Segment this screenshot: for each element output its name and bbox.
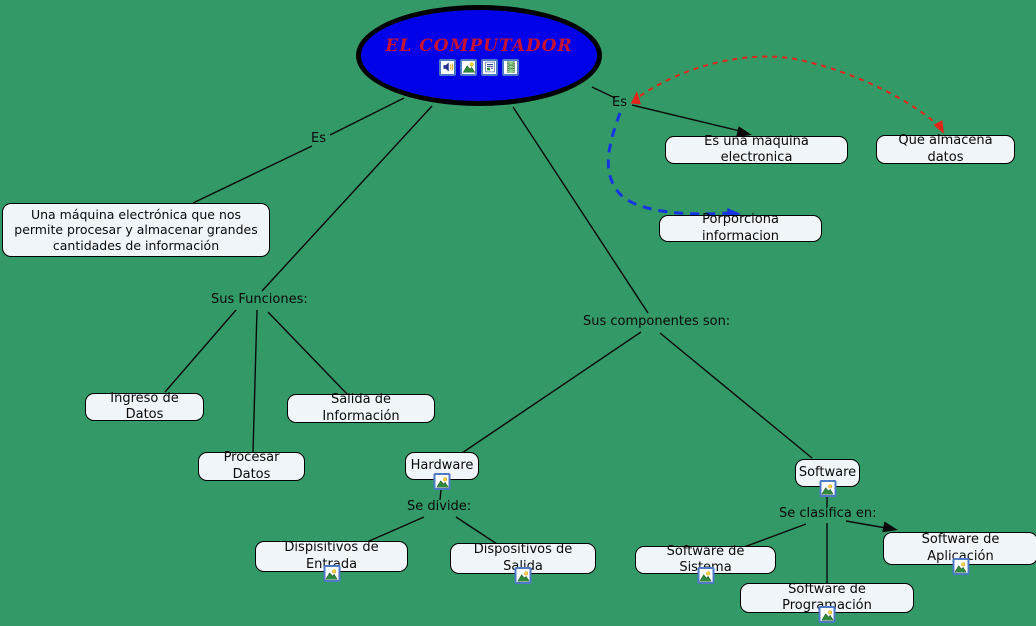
node-software-de-aplicacion[interactable]: Software de Aplicación xyxy=(883,532,1036,575)
node-input-label: Ingreso de Datos xyxy=(110,390,179,422)
node-procesar-datos[interactable]: Procesar Datos xyxy=(198,450,305,482)
node-hardware-label: Hardware xyxy=(410,457,474,473)
image-icon[interactable] xyxy=(818,606,836,623)
node-definition-label: Una máquina electrónica que nos permite … xyxy=(14,206,258,253)
node-app-sw-label: Software de Aplicación xyxy=(921,532,1000,564)
node-output-devices-label: Dispositivos de Salida xyxy=(473,542,573,574)
node-stores-label: Que almacena datos xyxy=(898,133,993,165)
image-icon[interactable] xyxy=(460,58,477,76)
root-resource-icons xyxy=(439,58,519,76)
document-icon[interactable] xyxy=(481,58,498,76)
node-input-devices-label: Dispisitivos de Entrada xyxy=(284,540,379,572)
link-label-functions[interactable]: Sus Funciones: xyxy=(211,292,308,307)
image-icon[interactable] xyxy=(514,567,532,584)
root-node-title: EL COMPUTADOR xyxy=(385,35,573,56)
node-provides-label: Porporciona informacion xyxy=(701,212,780,244)
node-software-de-sistema[interactable]: Software de Sistema xyxy=(635,544,776,584)
node-software[interactable]: Software xyxy=(795,459,860,497)
node-salida-de-informacion[interactable]: Salida de Información xyxy=(287,392,435,424)
root-node-el-computador[interactable]: EL COMPUTADOR xyxy=(356,5,602,106)
image-icon[interactable] xyxy=(952,558,969,575)
node-definition[interactable]: Una máquina electrónica que nos permite … xyxy=(2,203,270,257)
node-dispisitivos-de-entrada[interactable]: Dispisitivos de Entrada xyxy=(255,540,408,582)
link-label-es-right[interactable]: Es xyxy=(612,95,627,110)
link-label-es-left[interactable]: Es xyxy=(311,131,326,146)
video-icon[interactable] xyxy=(502,58,519,76)
image-icon[interactable] xyxy=(819,480,836,497)
link-label-components[interactable]: Sus componentes son: xyxy=(583,314,731,329)
image-icon[interactable] xyxy=(697,567,714,584)
link-label-divide[interactable]: Se divide: xyxy=(407,499,472,514)
node-machine-label: Es una maquina electronica xyxy=(704,133,809,165)
node-ingreso-de-datos[interactable]: Ingreso de Datos xyxy=(85,390,204,422)
node-dispositivos-de-salida[interactable]: Dispositivos de Salida xyxy=(450,542,596,584)
node-software-de-programacion[interactable]: Software de Programación xyxy=(740,581,914,623)
node-que-almacena-datos[interactable]: Que almacena datos xyxy=(876,133,1015,165)
link-label-classify[interactable]: Se clasifica en: xyxy=(779,506,877,521)
image-icon[interactable] xyxy=(323,565,340,582)
node-output-label: Salida de Información xyxy=(322,392,400,424)
audio-icon[interactable] xyxy=(439,58,456,76)
image-icon[interactable] xyxy=(433,473,451,490)
node-prog-sw-label: Software de Programación xyxy=(782,581,872,613)
node-hardware[interactable]: Hardware xyxy=(405,452,479,490)
node-es-una-maquina-electronica[interactable]: Es una maquina electronica xyxy=(665,133,848,165)
node-process-label: Procesar Datos xyxy=(223,450,280,482)
node-porporciona-informacion[interactable]: Porporciona informacion xyxy=(659,212,822,244)
node-software-label: Software xyxy=(798,464,857,480)
